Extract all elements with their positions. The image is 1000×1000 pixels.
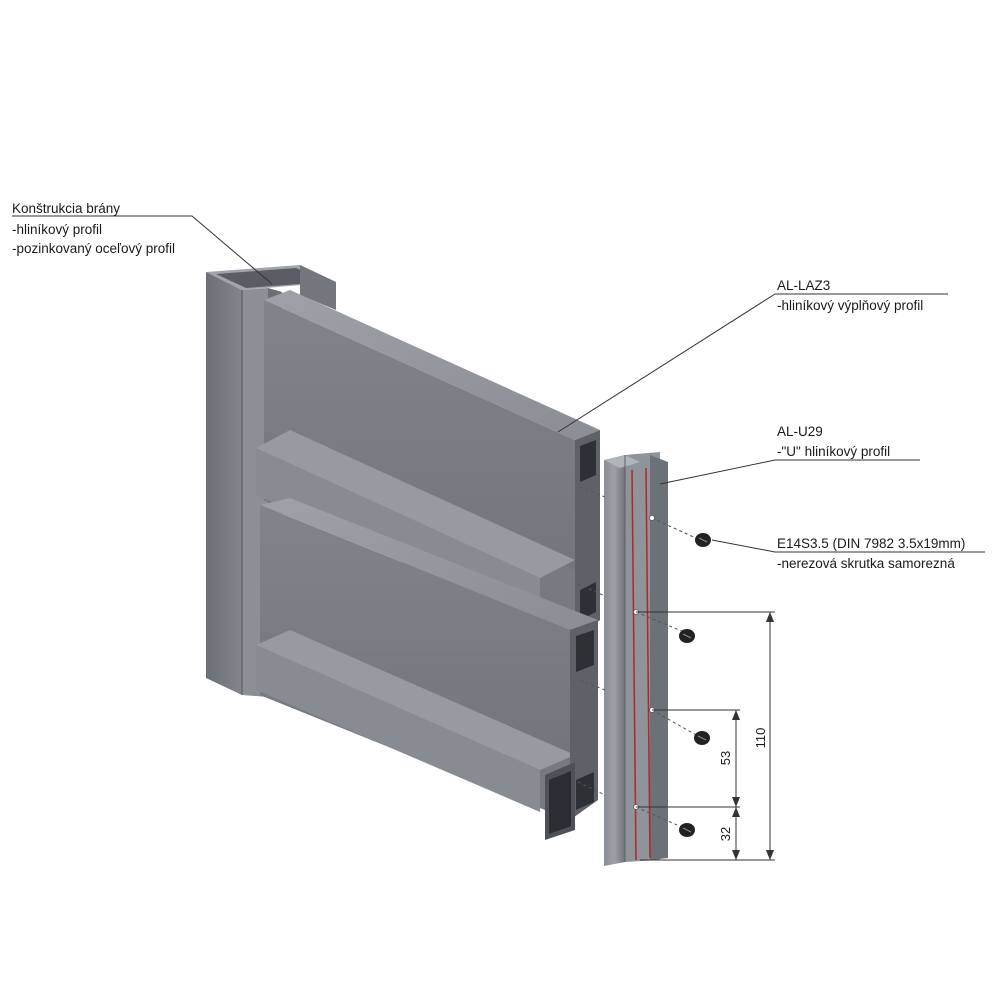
- screw-icon: [694, 731, 710, 745]
- callout-u-profile-title: AL-U29: [777, 424, 823, 439]
- leader-lines: [12, 215, 985, 553]
- dimension-arrows: [732, 612, 774, 860]
- u-profile-rail: [604, 452, 668, 866]
- alignment-lines: [577, 486, 701, 829]
- dimension-32: 32: [718, 827, 733, 841]
- callout-screw-title: E14S3.5 (DIN 7982 3.5x19mm): [777, 536, 965, 551]
- callout-slat-title: AL-LAZ3: [777, 278, 830, 293]
- slat-profile-2: [256, 498, 598, 840]
- u-profile-accent-line-1: [631, 469, 637, 861]
- screws: [679, 533, 711, 837]
- callout-screw-line1: -nerezová skrutka samorezná: [777, 556, 955, 571]
- callout-frame: Konštrukcia brány -hliníkový profil -poz…: [12, 201, 175, 256]
- screw-icon: [679, 823, 695, 837]
- callout-u-profile-line1: -"U" hliníkový profil: [777, 444, 890, 459]
- screw-icon: [679, 629, 695, 643]
- u-profile-accent-line-2: [645, 467, 651, 859]
- callout-frame-line1: -hliníkový profil: [12, 222, 102, 237]
- screw-icon: [695, 533, 711, 547]
- callout-slat-line1: -hliníkový výplňový profil: [777, 298, 923, 313]
- callout-screw: E14S3.5 (DIN 7982 3.5x19mm) -nerezová sk…: [777, 536, 965, 571]
- dimension-110: 110: [753, 728, 768, 749]
- dimension-53: 53: [718, 751, 733, 765]
- callout-slat: AL-LAZ3 -hliníkový výplňový profil: [777, 278, 923, 313]
- callout-u-profile: AL-U29 -"U" hliníkový profil: [777, 424, 890, 459]
- callout-frame-title: Konštrukcia brány: [12, 201, 120, 216]
- callout-frame-line2: -pozinkovaný oceľový profil: [12, 241, 175, 256]
